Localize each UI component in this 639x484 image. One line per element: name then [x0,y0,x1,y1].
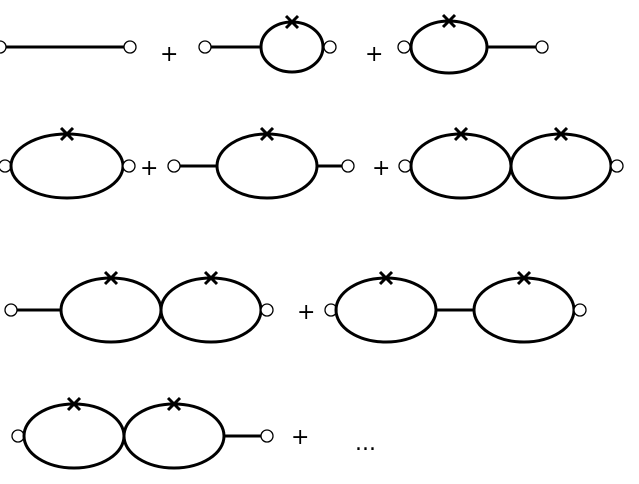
loop [409,19,489,75]
ellipsis: ... [355,431,376,456]
diagram-single-loop [0,126,136,200]
external-vertex [341,159,355,173]
external-vertex [535,40,549,54]
loop [122,402,226,470]
external-vertex [198,40,212,54]
loop [409,132,513,200]
plus-sign: + [291,425,309,450]
loop [259,20,325,74]
interaction-vertex-cross [259,126,275,142]
diagram-loop-with-legs [167,126,355,200]
plus-sign: + [365,42,383,67]
loop [59,276,163,344]
external-vertex [573,303,587,317]
diagram-two-loops-bridged [324,270,587,344]
plus-sign: + [297,300,315,325]
external-vertex [167,159,181,173]
loop [22,402,126,470]
loop [509,132,613,200]
diagram-free-propagator [0,40,137,54]
external-vertex [122,159,136,173]
loop [472,276,576,344]
external-vertex [610,159,624,173]
external-vertex [11,429,25,443]
interaction-vertex-cross [516,270,532,286]
interaction-vertex-cross [453,126,469,142]
diagram-double-loop-right-leg [11,396,274,470]
plus-sign: + [140,156,158,181]
diagram-double-loop [398,126,624,200]
loop [159,276,263,344]
external-vertex [397,40,411,54]
diagram-double-loop-left-leg [4,270,274,344]
external-vertex [398,159,412,173]
diagram-tadpole-left-leg [198,14,337,74]
external-vertex [0,159,12,173]
plus-sign: + [160,42,178,67]
plus-sign: + [372,156,390,181]
loop [215,132,319,200]
interaction-vertex-cross [553,126,569,142]
loop [9,132,125,200]
interaction-vertex-cross [103,270,119,286]
external-vertex [4,303,18,317]
external-vertex [0,40,7,54]
external-vertex [323,40,337,54]
diagram-tadpole-right-leg [397,13,549,75]
interaction-vertex-cross [59,126,75,142]
external-vertex [123,40,137,54]
interaction-vertex-cross [378,270,394,286]
interaction-vertex-cross [166,396,182,412]
external-vertex [260,303,274,317]
interaction-vertex-cross [441,13,457,29]
loop [334,276,438,344]
external-vertex [260,429,274,443]
interaction-vertex-cross [284,14,300,30]
interaction-vertex-cross [203,270,219,286]
interaction-vertex-cross [66,396,82,412]
